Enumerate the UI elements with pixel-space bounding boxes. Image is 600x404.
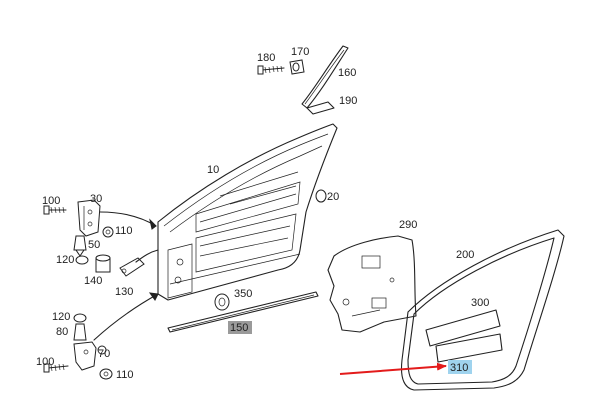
plug-20 — [315, 189, 327, 203]
callout-70[interactable]: 70 — [98, 348, 110, 360]
check-strap-130 — [119, 257, 145, 277]
callout-190[interactable]: 190 — [339, 95, 357, 107]
pointer-arrow — [339, 362, 447, 375]
bushing-120-upper — [75, 255, 89, 265]
callout-110-lower[interactable]: 110 — [116, 369, 134, 381]
callout-120-upper[interactable]: 120 — [56, 254, 74, 266]
callout-50[interactable]: 50 — [88, 239, 100, 251]
callout-100-lower[interactable]: 100 — [36, 356, 54, 368]
callout-290[interactable]: 290 — [399, 219, 417, 231]
door-seal-200 — [400, 229, 565, 391]
callout-80[interactable]: 80 — [56, 326, 68, 338]
callout-310[interactable]: 310 — [450, 362, 468, 374]
callout-140[interactable]: 140 — [84, 275, 102, 287]
bushing-120-lower — [73, 313, 87, 323]
leader-hinge-upper — [99, 211, 157, 227]
callout-170[interactable]: 170 — [291, 46, 309, 58]
callout-200[interactable]: 200 — [456, 249, 474, 261]
washer-110-upper — [102, 226, 114, 238]
callout-150[interactable]: 150 — [230, 322, 248, 334]
moisture-barrier-290 — [327, 235, 417, 333]
window-trim-160 — [301, 45, 349, 109]
nut-170 — [289, 59, 305, 75]
stop-140 — [95, 254, 111, 273]
callout-160[interactable]: 160 — [338, 67, 356, 79]
callout-30[interactable]: 30 — [90, 193, 102, 205]
callout-350[interactable]: 350 — [234, 288, 252, 300]
callout-110-upper[interactable]: 110 — [115, 225, 133, 237]
callout-10[interactable]: 10 — [207, 164, 219, 176]
insulation-300 — [425, 309, 501, 347]
callout-120-lower[interactable]: 120 — [52, 311, 70, 323]
screw-100-lower — [43, 363, 69, 373]
hinge-70 — [73, 341, 97, 371]
clip-350 — [214, 293, 230, 311]
washer-110-lower — [99, 368, 113, 380]
pin-80 — [73, 323, 87, 341]
clip-190 — [306, 101, 335, 115]
pin-50 — [73, 235, 87, 257]
screw-180 — [257, 65, 285, 75]
callout-130[interactable]: 130 — [115, 286, 133, 298]
leader-hinge-lower-head — [148, 292, 159, 301]
leader-strap — [135, 249, 159, 263]
leader-hinge-lower — [93, 293, 159, 341]
insulation-310 — [435, 333, 503, 363]
sill-strip-150 — [167, 291, 319, 333]
callout-100-upper[interactable]: 100 — [42, 195, 60, 207]
label-310-highlight — [448, 360, 472, 374]
hinge-30 — [77, 199, 101, 237]
door-shell — [157, 123, 338, 301]
washer-near-70 — [97, 345, 107, 355]
callout-300[interactable]: 300 — [471, 297, 489, 309]
leader-hinge-upper-head — [149, 218, 157, 230]
screw-100-upper — [43, 205, 67, 215]
callout-180[interactable]: 180 — [257, 52, 275, 64]
callout-20[interactable]: 20 — [327, 191, 339, 203]
label-150-highlight — [228, 321, 252, 334]
